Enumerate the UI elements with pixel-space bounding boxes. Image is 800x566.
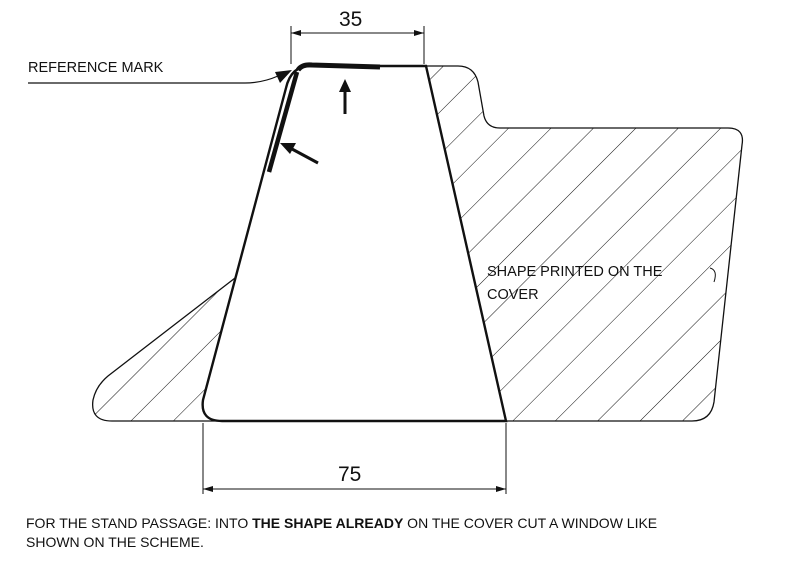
reference-edge-left — [266, 71, 300, 173]
note-part2: THE SHAPE ALREADY — [252, 515, 404, 531]
shape-printed-label-line2: COVER — [487, 287, 539, 303]
cut-instruction-note: FOR THE STAND PASSAGE: INTO THE SHAPE AL… — [26, 514, 786, 552]
note-part1: FOR THE STAND PASSAGE: INTO — [26, 515, 253, 531]
shape-printed-label-line1: SHAPE PRINTED ON THE — [487, 264, 663, 280]
dim-75-arrow-right — [496, 486, 506, 492]
reference-mark-label: REFERENCE MARK — [28, 60, 164, 76]
arrow-up-head — [339, 79, 351, 92]
note-line2: SHOWN ON THE SCHEME. — [26, 534, 204, 550]
arrow-left-head — [280, 143, 296, 154]
shape-printed-leader — [709, 267, 716, 283]
reference-mark-leader — [28, 75, 279, 84]
arrow-left-shaft — [291, 147, 319, 165]
reference-mark-arrowhead — [275, 70, 292, 83]
dim-75-value: 75 — [338, 463, 361, 486]
dim-75-arrow-left — [203, 486, 213, 492]
reference-edge-top — [295, 62, 381, 72]
dim-35-arrow-right — [414, 30, 424, 36]
note-part3: ON THE COVER CUT A WINDOW LIKE — [403, 515, 658, 531]
dim-35-value: 35 — [339, 8, 362, 31]
dim-35-arrow-left — [291, 30, 301, 36]
